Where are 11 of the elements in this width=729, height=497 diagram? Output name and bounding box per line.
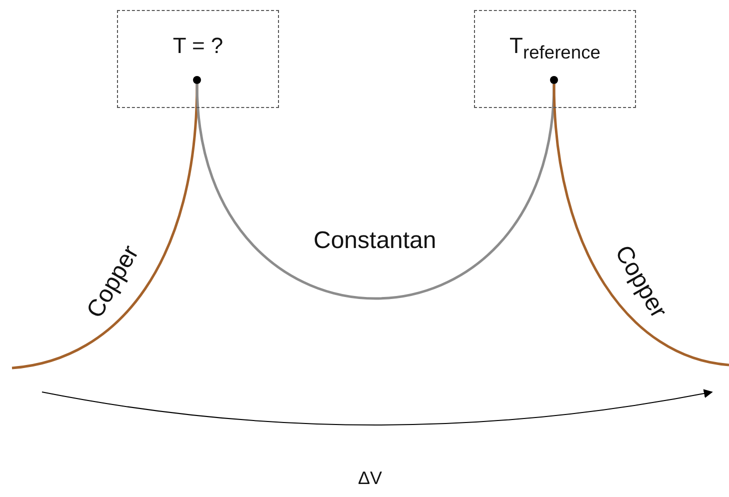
junction-dot <box>193 76 201 84</box>
wire <box>196 84 556 300</box>
sensor-box <box>117 10 279 108</box>
temperature-label: T$_{reference}$ <box>510 33 600 64</box>
junction-dot <box>550 76 558 84</box>
wire <box>552 84 729 366</box>
wire <box>12 84 198 370</box>
temperature-label: T = ? <box>172 33 224 59</box>
voltage-label: ΔV <box>358 468 382 488</box>
wire-label: Constantan <box>314 227 436 255</box>
sensor-box <box>474 10 636 108</box>
